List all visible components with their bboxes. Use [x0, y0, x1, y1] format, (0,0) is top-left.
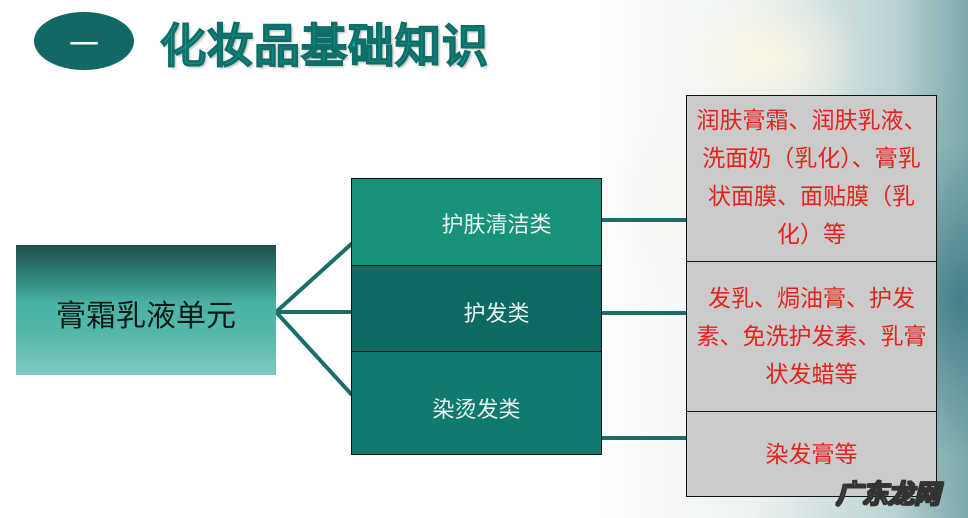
category-skincare: 护肤清洁类 — [351, 178, 602, 266]
connector-root-to-skincare — [274, 236, 360, 314]
description-text: 发乳、焗油膏、护发素、免洗护发素、乳膏状发蜡等 — [696, 286, 927, 388]
root-node: 膏霜乳液单元 — [16, 245, 276, 375]
category-dye-perm: 染烫发类 — [351, 351, 602, 455]
category-haircare: 护发类 — [351, 265, 602, 352]
description-skincare: 润肤膏霜、润肤乳液、洗面奶（乳化）、膏乳状面膜、面贴膜（乳化）等 — [686, 95, 937, 262]
section-number: 一 — [69, 28, 99, 63]
description-dye-perm: 染发膏等 — [686, 411, 937, 497]
description-text: 染发膏等 — [765, 442, 858, 468]
connector-root-to-dye — [274, 310, 354, 397]
root-node-label: 膏霜乳液单元 — [56, 299, 236, 334]
category-label: 护发类 — [463, 302, 530, 327]
page-title: 化妆品基础知识 — [159, 18, 489, 74]
watermark: 广东龙网 — [835, 480, 941, 511]
category-label: 护肤清洁类 — [441, 213, 552, 238]
description-haircare: 发乳、焗油膏、护发素、免洗护发素、乳膏状发蜡等 — [686, 261, 937, 412]
description-text: 润肤膏霜、润肤乳液、洗面奶（乳化）、膏乳状面膜、面贴膜（乳化）等 — [696, 108, 927, 248]
category-label: 染烫发类 — [432, 398, 521, 423]
section-number-badge: 一 — [34, 12, 134, 70]
